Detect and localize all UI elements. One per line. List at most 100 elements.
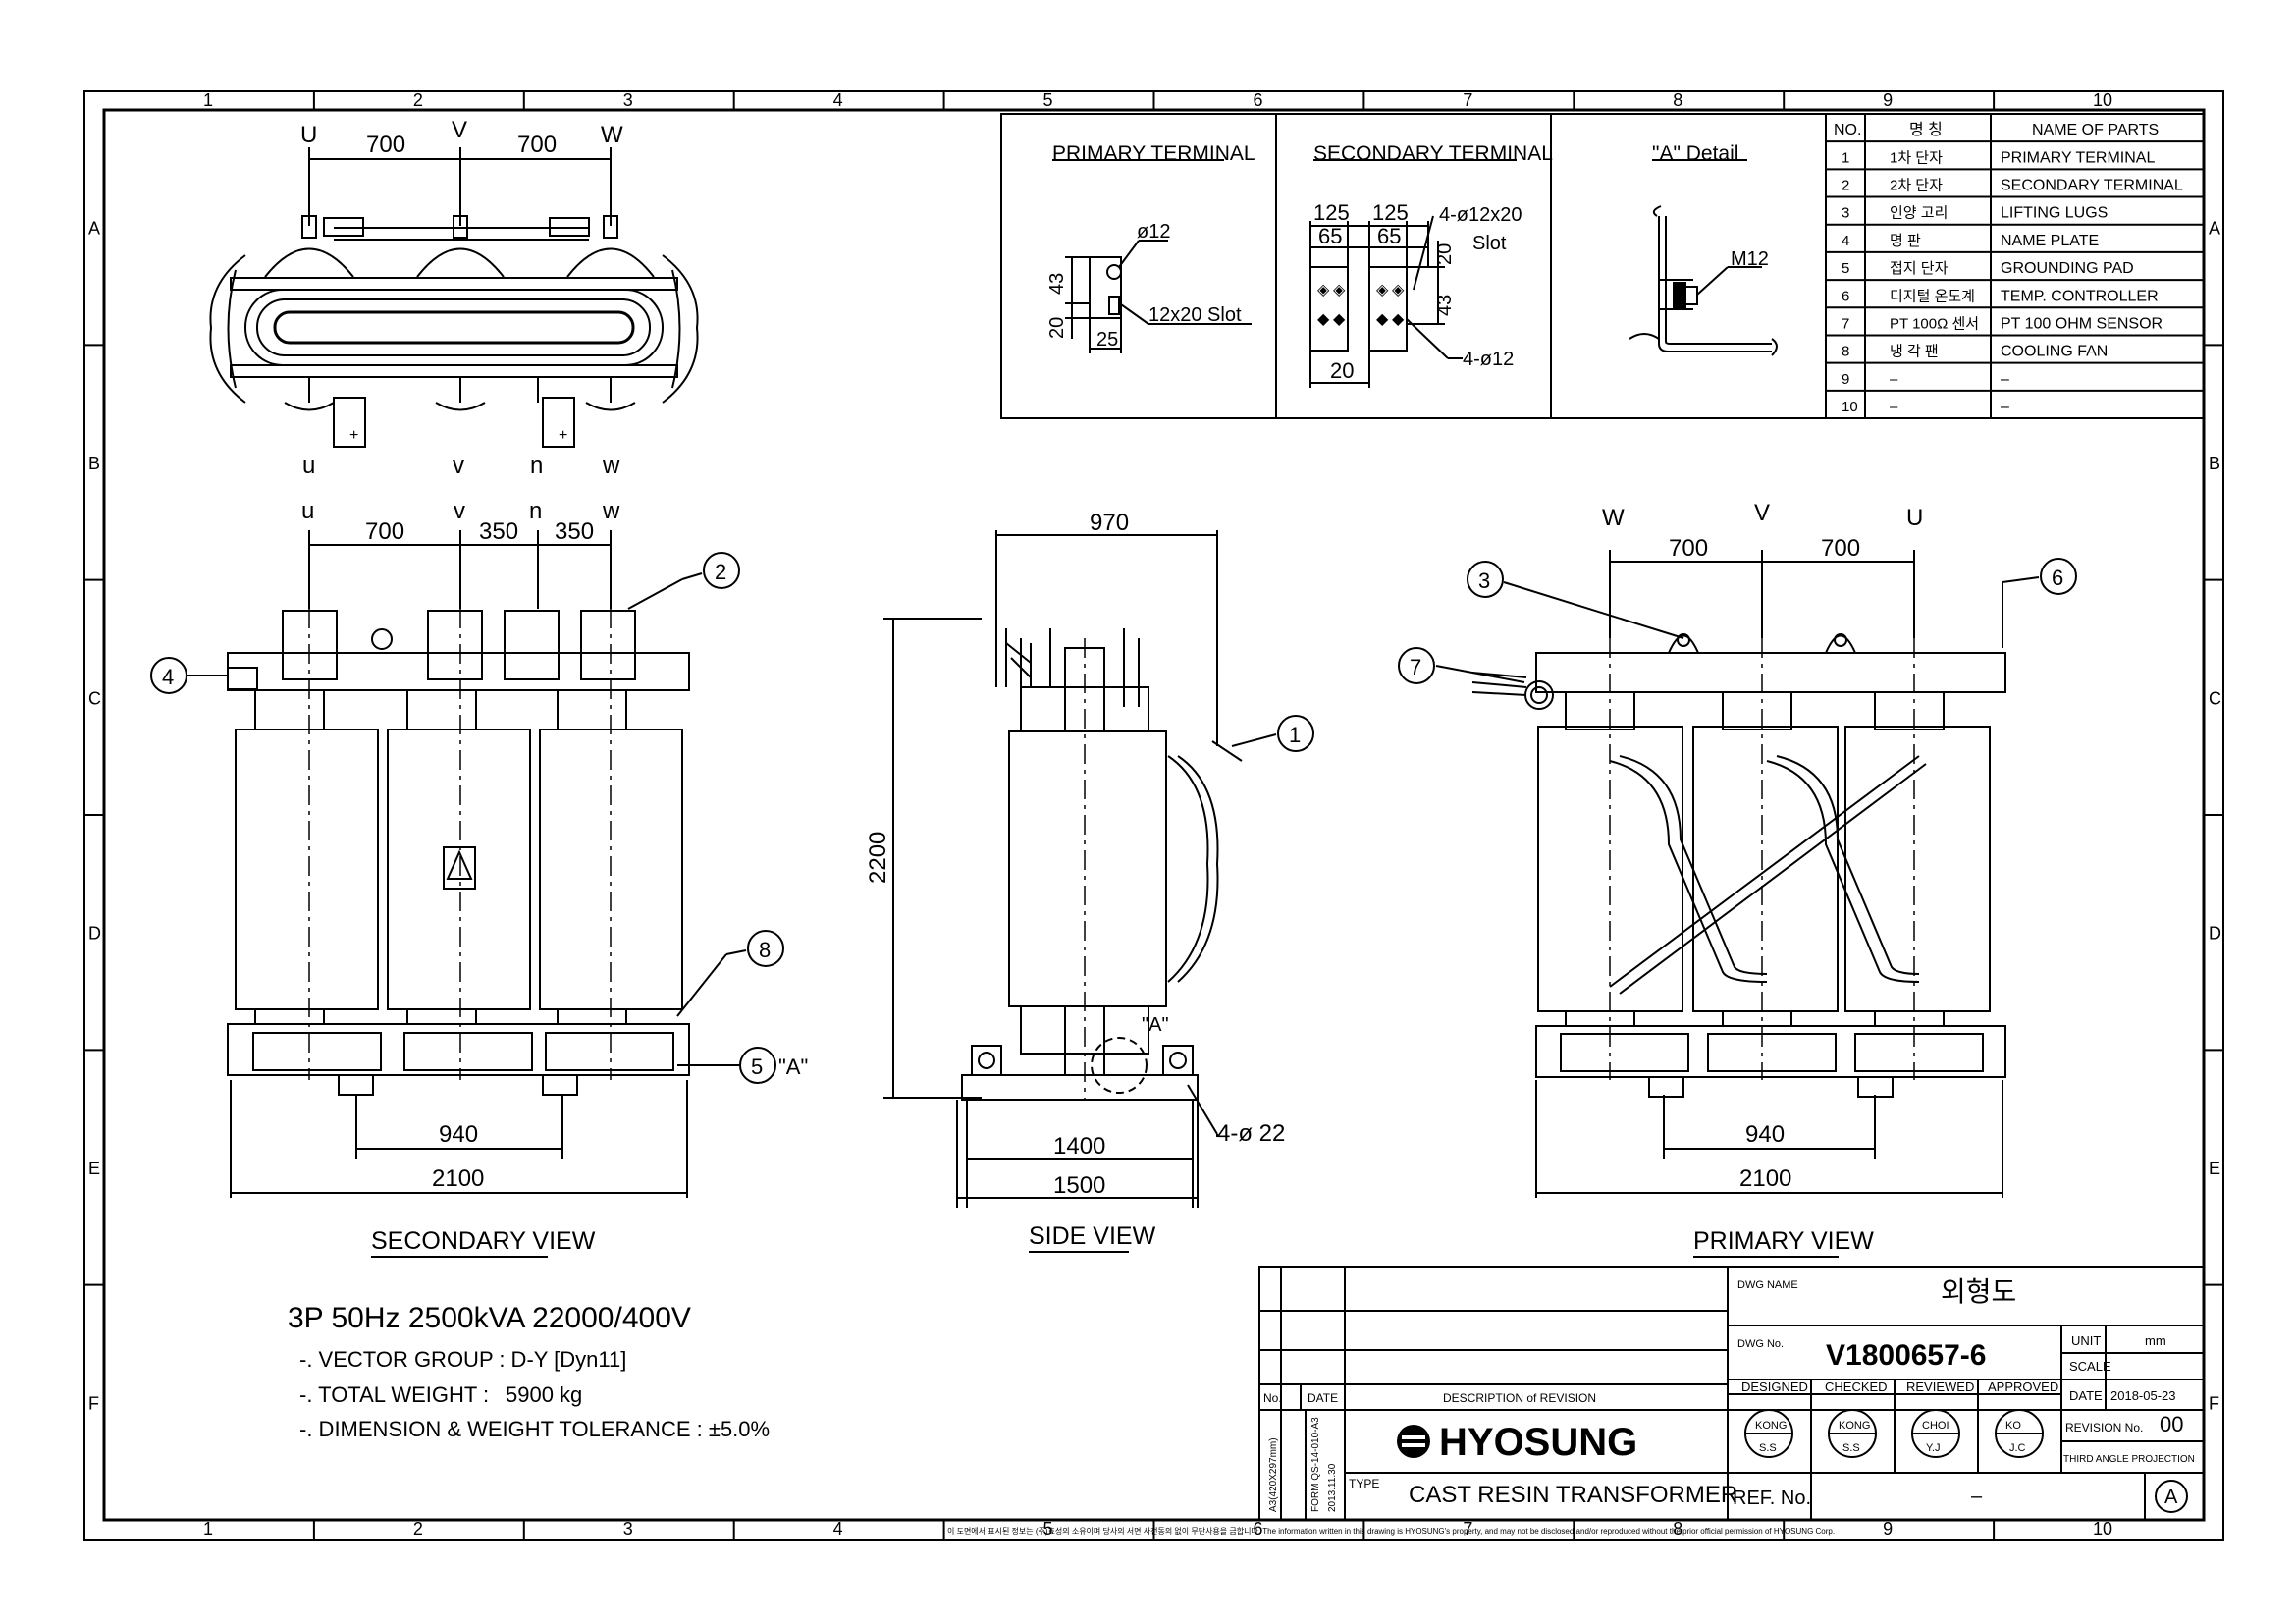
grid-column-label: 9 — [1883, 1519, 1893, 1539]
grid-row-label: A — [2209, 219, 2220, 239]
grid-column-label: 7 — [1463, 1519, 1472, 1539]
st-d125b: 125 — [1372, 200, 1409, 225]
st-d65b: 65 — [1377, 224, 1401, 248]
side-holes-label: 4-ø 22 — [1217, 1120, 1285, 1147]
svg-text:◆: ◆ — [1376, 311, 1389, 328]
sheet-size: A — [2164, 1487, 2178, 1508]
title-block-grid — [1258, 1266, 2205, 1521]
callout-2: 2 — [715, 560, 726, 584]
dim-text: 700 — [366, 132, 405, 158]
stamp-initials: Y.J — [1926, 1442, 1940, 1454]
pt-d20: 20 — [1046, 317, 1068, 339]
stamp-initials: S.S — [1842, 1442, 1860, 1454]
grid-column-label: 5 — [1043, 90, 1053, 110]
parts-table-header: 명 칭 — [1909, 121, 1943, 138]
callout-1: 1 — [1289, 723, 1301, 747]
phase-label-w: w — [602, 453, 620, 479]
stamp-initials: S.S — [1759, 1442, 1777, 1454]
svg-text:◈: ◈ — [1376, 282, 1389, 298]
callout-2-circle — [703, 552, 740, 589]
svg-text:◆: ◆ — [1317, 311, 1330, 328]
callout-8-circle — [747, 930, 784, 967]
rev-date-label: DATE — [1308, 1391, 1338, 1405]
parts-table-cell: 2차 단자 — [1890, 178, 1943, 194]
primary-view-title: PRIMARY VIEW — [1693, 1227, 1874, 1255]
date-value: 2018-05-23 — [2110, 1388, 2176, 1403]
hyosung-logo: HYOSUNG — [1397, 1421, 1637, 1464]
st-d20v: 20 — [1434, 243, 1456, 265]
grid-row-label: A — [88, 219, 100, 239]
dwg-no-label: DWG No. — [1737, 1338, 1784, 1350]
parts-table-cell: 8 — [1842, 344, 1849, 360]
dim-940: 940 — [1745, 1121, 1785, 1148]
grid-column-label: 8 — [1673, 90, 1682, 110]
parts-table-cell: COOLING FAN — [2001, 344, 2108, 360]
revision-value: 00 — [2160, 1412, 2183, 1436]
phase-label-W: W — [601, 122, 623, 148]
grid-row-label: F — [88, 1393, 99, 1413]
form-sheet-size: A3(420X297mm) — [1268, 1437, 1279, 1512]
phase-label-v: v — [454, 498, 465, 524]
pt-d25: 25 — [1096, 329, 1118, 351]
callout-4: 4 — [162, 665, 174, 689]
rev-no-label: No. — [1263, 1391, 1282, 1405]
grid-row-label: D — [2209, 924, 2221, 944]
grid-column-label: 7 — [1463, 90, 1472, 110]
svg-text:◆: ◆ — [1333, 311, 1346, 328]
callout-5-detail: "A" — [778, 1055, 808, 1079]
type-value: CAST RESIN TRANSFORMER — [1409, 1482, 1737, 1508]
dwg-name: 외형도 — [1941, 1276, 2016, 1307]
type-label: TYPE — [1349, 1477, 1379, 1490]
ref-value: – — [1971, 1486, 1983, 1507]
svg-text:◈: ◈ — [1317, 282, 1330, 298]
phase-label-U: U — [1906, 505, 1923, 531]
dim-350: 350 — [479, 518, 518, 545]
form-code: FORM QS-14-010-A3 — [1310, 1417, 1321, 1512]
grid-column-label: 8 — [1673, 1519, 1682, 1539]
phase-label-n: n — [529, 498, 542, 524]
callout-3-circle — [1467, 561, 1504, 598]
grid-row-label: E — [2209, 1159, 2220, 1178]
phase-label-u: u — [302, 453, 315, 479]
svg-text:◈: ◈ — [1392, 282, 1405, 298]
dim-2200: 2200 — [865, 832, 891, 884]
a-detail: "A" Detail M12 — [1629, 142, 1778, 356]
date-label: DATE — [2069, 1388, 2103, 1403]
phase-label-W: W — [1602, 505, 1625, 531]
grid-row-label: E — [88, 1159, 100, 1178]
callout-4-circle — [150, 657, 187, 694]
pt-slot: 12x20 Slot — [1148, 304, 1242, 326]
parts-table-cell: PRIMARY TERMINAL — [2001, 149, 2155, 166]
spec-vector-group: -. VECTOR GROUP : D-Y [Dyn11] — [299, 1347, 626, 1372]
parts-table-cell: 1 — [1842, 149, 1849, 166]
grid-row-label: C — [2209, 688, 2221, 708]
secondary-view-drawing — [187, 530, 747, 1258]
st-d43: 43 — [1434, 295, 1456, 316]
parts-table-cell: 2 — [1842, 178, 1849, 194]
phase-label-u: u — [301, 498, 314, 524]
callout-7: 7 — [1410, 655, 1421, 679]
dwg-name-label: DWG NAME — [1737, 1279, 1798, 1291]
parts-table-cell: – — [2001, 371, 2009, 388]
dim-2100: 2100 — [1739, 1165, 1791, 1192]
stamp-name: KONG — [1839, 1420, 1870, 1432]
grid-column-label: 4 — [833, 1519, 843, 1539]
secondary-view-title: SECONDARY VIEW — [371, 1227, 596, 1255]
grid-column-label: 6 — [1253, 90, 1262, 110]
dim-700: 700 — [1669, 535, 1708, 562]
revision-label: REVISION No. — [2065, 1421, 2143, 1434]
a-detail-title: "A" Detail — [1652, 142, 1738, 165]
grid-column-label: 3 — [623, 90, 633, 110]
parts-table-cell: 1차 단자 — [1890, 149, 1943, 166]
company-name: HYOSUNG — [1439, 1421, 1637, 1464]
side-view-drawing — [883, 530, 1277, 1253]
phase-label-U: U — [300, 122, 317, 148]
phase-label-v: v — [453, 453, 464, 479]
parts-table-header: NAME OF PARTS — [2032, 122, 2159, 138]
parts-table-cell: 3 — [1842, 205, 1849, 222]
callout-6-circle — [2040, 558, 2077, 595]
secondary-terminal-detail: ◈◈ ◆◆ ◈◈ ◆◆ SECONDARY TERMINAL 125 125 6… — [1309, 142, 1553, 388]
stamp-name: KONG — [1755, 1420, 1787, 1432]
form-date: 2013.11.30 — [1327, 1463, 1338, 1512]
